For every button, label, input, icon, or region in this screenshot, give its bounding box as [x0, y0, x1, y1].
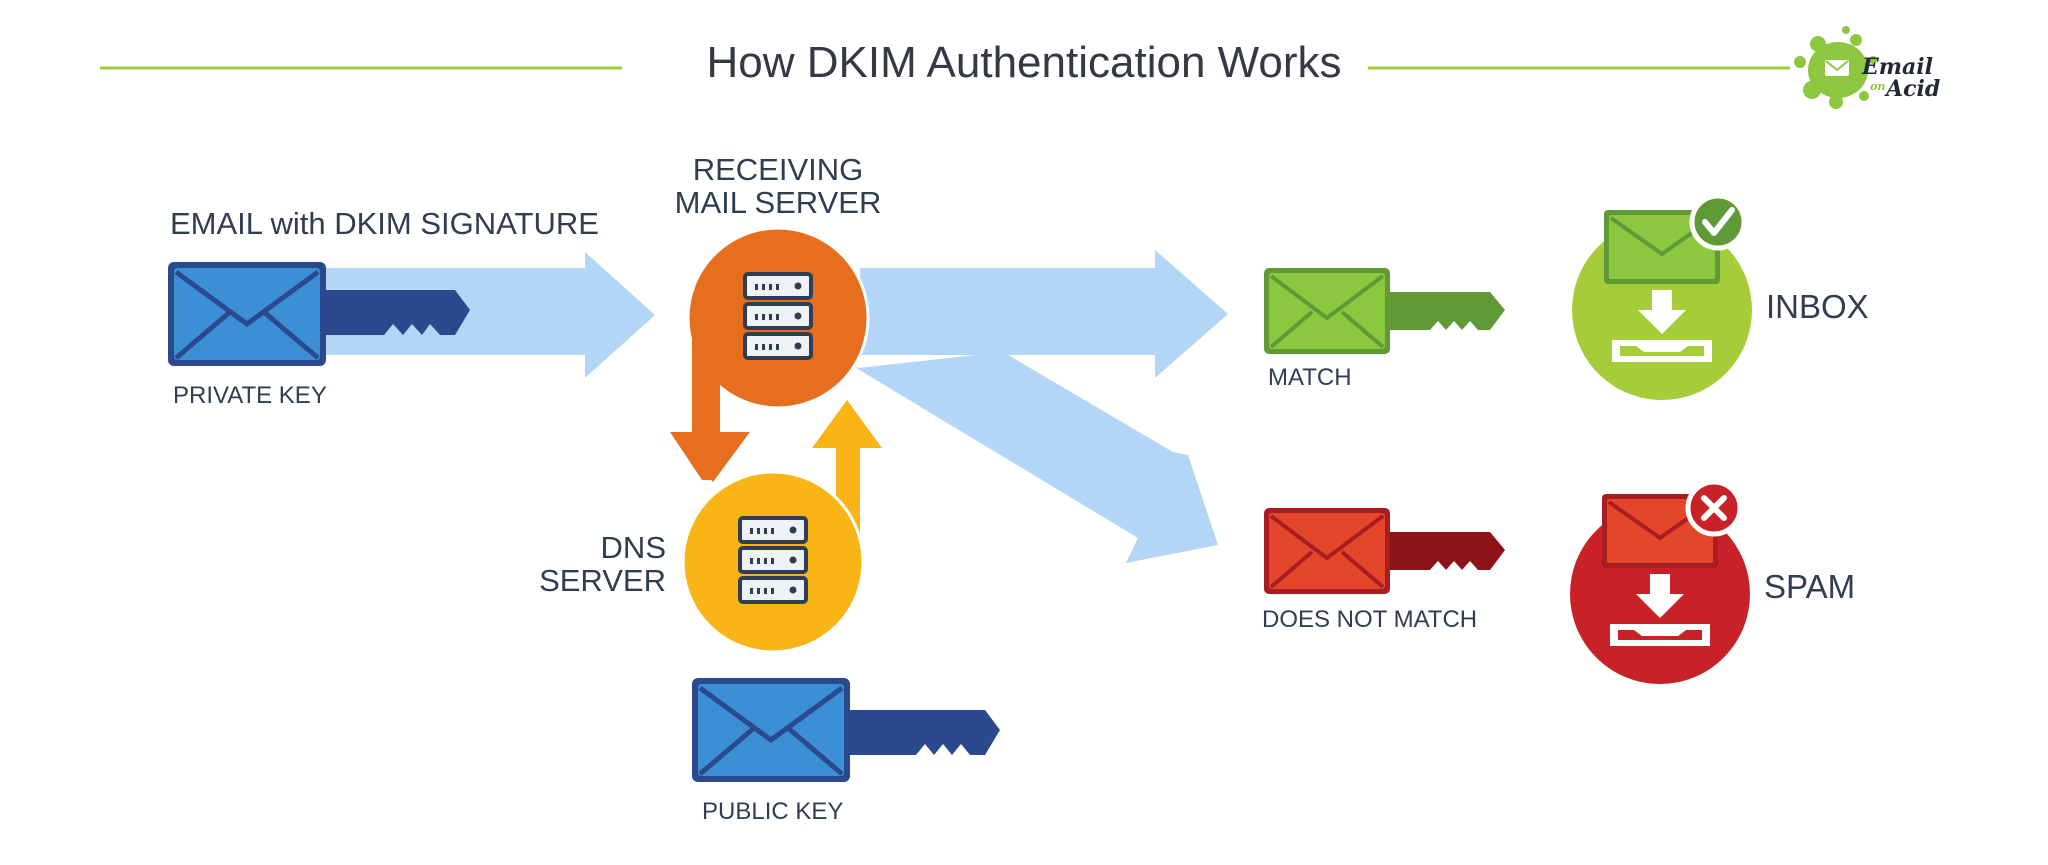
envelope-icon-signed — [168, 262, 326, 366]
arrow-dns-response — [812, 400, 882, 552]
logo-text-email: Email — [1862, 54, 1934, 80]
logo-text-on: on — [1870, 80, 1886, 93]
label-public-key: PUBLIC KEY — [702, 798, 844, 825]
label-receiving-line1: RECEIVING — [692, 152, 864, 187]
label-does-not-match: DOES NOT MATCH — [1262, 606, 1478, 633]
match-key-icon — [1380, 292, 1505, 330]
mismatch-key-icon — [1380, 532, 1505, 570]
label-inbox: INBOX — [1766, 288, 1869, 325]
label-spam: SPAM — [1764, 568, 1856, 605]
inbox-tray-icon — [1612, 290, 1712, 362]
logo-text-acid: Acid — [1886, 76, 1941, 102]
label-match: MATCH — [1268, 364, 1352, 391]
label-receiving-line2: MAIL SERVER — [674, 185, 882, 220]
server-icon-dns — [738, 516, 808, 604]
envelope-icon-match — [1264, 268, 1390, 354]
splash-logo-icon — [1794, 26, 1877, 109]
arrow-to-receiving-server — [320, 252, 655, 378]
arrow-to-match — [860, 250, 1228, 378]
label-dns-line1: DNS — [600, 530, 666, 565]
envelope-icon-mismatch — [1264, 508, 1390, 594]
private-key-icon — [300, 290, 470, 335]
label-private-key: PRIVATE KEY — [173, 382, 327, 409]
label-dns-line2: SERVER — [539, 563, 666, 598]
server-icon-receiving — [743, 272, 813, 360]
envelope-icon-public — [692, 678, 850, 782]
label-email-signature: EMAIL with DKIM SIGNATURE — [170, 206, 599, 241]
page-title: How DKIM Authentication Works — [706, 38, 1342, 87]
arrow-to-does-not-match — [818, 345, 1218, 563]
checkmark-icon — [1702, 207, 1735, 236]
checkmark-badge — [1689, 193, 1747, 251]
public-key-icon — [840, 710, 1000, 755]
x-mark-icon — [1701, 495, 1727, 521]
spam-tray-icon — [1610, 574, 1710, 646]
